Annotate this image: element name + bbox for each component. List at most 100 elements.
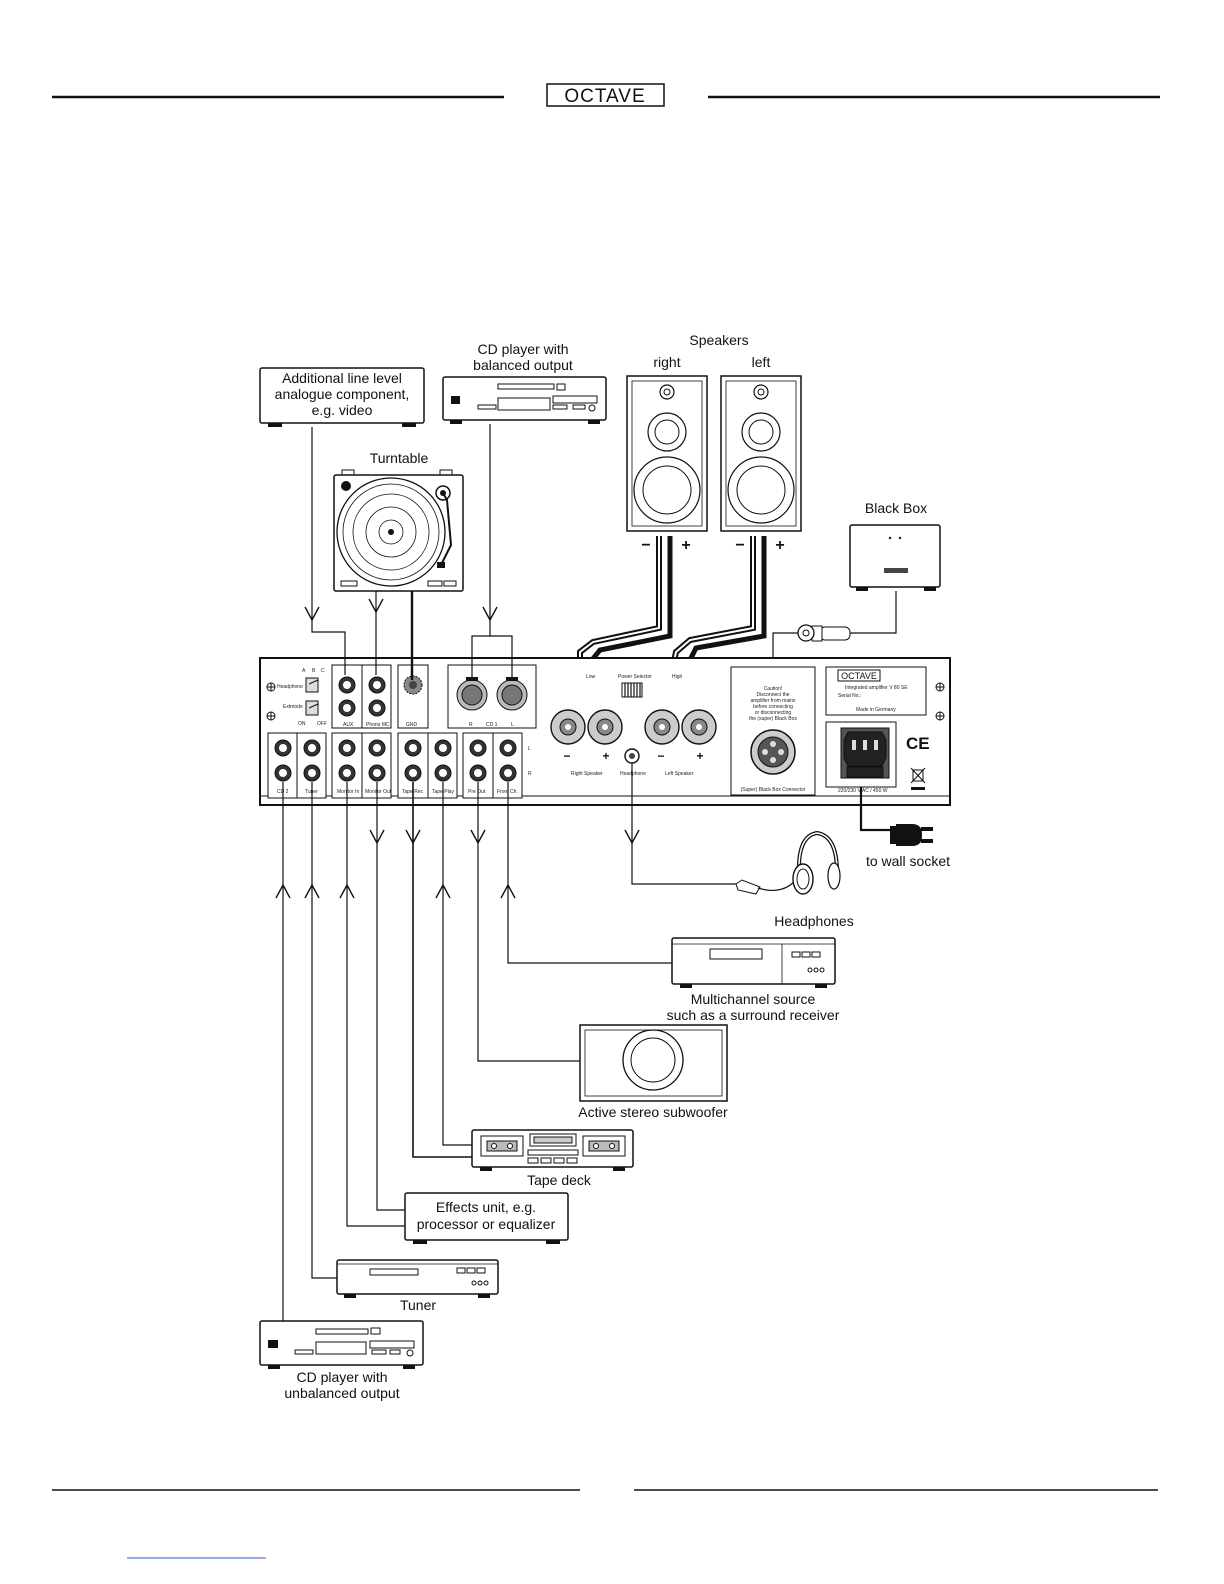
logo-frame	[546, 83, 665, 107]
additional-component-box: Additional line level analogue component…	[259, 367, 425, 427]
caution-line-4: before connecting	[753, 704, 793, 710]
mains-inlet-section: 220/230 V AC / 450 W CE	[825, 721, 930, 794]
lower-wires	[275, 763, 898, 1340]
left-speaker-label: Left Speaker	[665, 771, 694, 777]
panel-screws	[266, 682, 945, 721]
panel-right-plus: +	[602, 749, 609, 763]
page-header: OCTAVE	[52, 83, 1160, 107]
tuner: Tuner	[336, 1259, 499, 1313]
caution-line-2: Disconnect the	[756, 692, 789, 698]
black-box-label: Black Box	[865, 500, 927, 516]
multichannel-label-1: Multichannel source	[691, 991, 816, 1007]
xlr-r-label: R	[469, 722, 473, 728]
amplifier-rear-panel: A B C Headphone Extmode ON OFF AUX Phono…	[259, 657, 951, 806]
additional-component-label-3: e.g. video	[312, 402, 373, 418]
subwoofer-label: Active stereo subwoofer	[578, 1104, 728, 1120]
speaker-left-label: left	[752, 354, 771, 370]
speaker-left-minus: −	[735, 537, 744, 554]
cd-unbalanced-label-1: CD player with	[296, 1369, 387, 1385]
switch-header-c: C	[321, 668, 325, 674]
additional-component-label-1: Additional line level	[282, 370, 402, 386]
cd-player-balanced: CD player with balanced output	[442, 341, 607, 424]
headphone-label: Headphone	[620, 771, 646, 777]
xlr-cd1-section: R CD 1 L	[447, 664, 537, 729]
caution-line-1: Caution!	[764, 686, 783, 692]
plate-made: Made in Germany	[856, 707, 896, 713]
gnd-label: GND	[406, 722, 418, 728]
extmode-switch-label: Extmode	[283, 704, 303, 710]
weee-bin-icon	[910, 767, 926, 790]
upper-wires	[304, 424, 513, 680]
mains-rating: 220/230 V AC / 450 W	[838, 788, 888, 794]
effects-label-1: Effects unit, e.g.	[436, 1199, 536, 1215]
aux-phono-section: AUX Phono MC	[331, 664, 392, 729]
speaker-right-label: right	[653, 354, 680, 370]
cd-player-unbalanced: CD player with unbalanced output	[259, 1320, 424, 1401]
low-label: Low	[586, 674, 596, 680]
plate-model: Integrated amplifier V 80 SE	[845, 685, 908, 691]
switch-off-label: OFF	[317, 721, 327, 727]
high-label: High	[672, 674, 683, 680]
extmode-switch[interactable]	[305, 700, 319, 716]
rca-input-output-row: L R CD 2 Tuner Monitor In Monitor Out Ta…	[267, 732, 532, 799]
rca-row-l-label: L	[528, 746, 531, 752]
bb-connector-label: (Super) Black Box Connector	[741, 787, 806, 793]
additional-component-label-2: analogue component,	[275, 386, 410, 402]
black-box-plug	[797, 624, 851, 642]
plate-serial: Serial No.:	[838, 693, 861, 699]
speaker-right	[626, 375, 708, 532]
panel-left-plus: +	[696, 749, 703, 763]
subwoofer: Active stereo subwoofer	[578, 1024, 728, 1120]
switch-header-a: A	[302, 668, 306, 674]
cd-unbalanced-label-2: unbalanced output	[284, 1385, 399, 1401]
tape-deck-label: Tape deck	[527, 1172, 592, 1188]
rca-row-r-label: R	[528, 771, 532, 777]
tape-deck: Tape deck	[471, 1129, 634, 1188]
headphone-extmode-switches: A B C Headphone Extmode ON OFF	[277, 668, 327, 727]
headphones-label: Headphones	[774, 913, 853, 929]
rca-monitor-in-label: Monitor In	[337, 789, 359, 795]
headphones: Headphones	[735, 830, 854, 929]
wall-plug: to wall socket	[866, 824, 950, 869]
power-selector-label: Power Selector	[618, 674, 652, 680]
speakers-title: Speakers	[689, 332, 748, 348]
speaker-left	[720, 375, 802, 532]
speaker-left-plus: +	[775, 537, 784, 554]
xlr-cd1-label: CD 1	[486, 722, 498, 728]
turntable: Turntable	[333, 450, 464, 592]
effects-unit: Effects unit, e.g. processor or equalize…	[404, 1192, 569, 1244]
caution-line-5: or disconnecting	[755, 710, 792, 716]
panel-right-minus: −	[563, 749, 570, 763]
speaker-right-minus: −	[641, 537, 650, 554]
rca-monitor-out-label: Monitor Out	[365, 789, 392, 795]
caution-line-3: amplifier from mains	[750, 698, 796, 704]
speaker-terminal-section: Low Power Selector High − + − + Right Sp…	[550, 674, 717, 777]
rca-pre-out-label: Pre Out	[468, 789, 486, 795]
multichannel-source: Multichannel source such as a surround r…	[667, 937, 840, 1023]
type-plate: OCTAVE Integrated amplifier V 80 SE Seri…	[825, 666, 927, 716]
switch-header-b: B	[312, 668, 316, 674]
aux-label: AUX	[343, 722, 354, 728]
black-box: Black Box	[772, 500, 941, 664]
switch-on-label: ON	[298, 721, 306, 727]
xlr-l-label: L	[511, 722, 514, 728]
phono-label: Phono MC	[366, 722, 390, 728]
headphone-switch[interactable]	[305, 677, 319, 693]
ce-mark: CE	[906, 734, 930, 753]
multichannel-label-2: such as a surround receiver	[667, 1007, 840, 1023]
right-speaker-label: Right Speaker	[571, 771, 603, 777]
speakers: Speakers right left − + − +	[626, 332, 802, 554]
cd-balanced-label-1: CD player with	[477, 341, 568, 357]
effects-label-2: processor or equalizer	[417, 1216, 556, 1232]
wall-socket-label: to wall socket	[866, 853, 950, 869]
panel-left-minus: −	[657, 749, 664, 763]
octave-logo: OCTAVE	[564, 86, 645, 107]
headphone-switch-label: Headphone	[277, 684, 303, 690]
cd-balanced-label-2: balanced output	[473, 357, 573, 373]
speaker-right-plus: +	[681, 537, 690, 554]
caution-line-6: the (super) Black Box	[749, 716, 797, 722]
black-box-connector-section: Caution! Disconnect the amplifier from m…	[730, 666, 816, 796]
plate-logo: OCTAVE	[841, 671, 877, 681]
turntable-label: Turntable	[370, 450, 429, 466]
